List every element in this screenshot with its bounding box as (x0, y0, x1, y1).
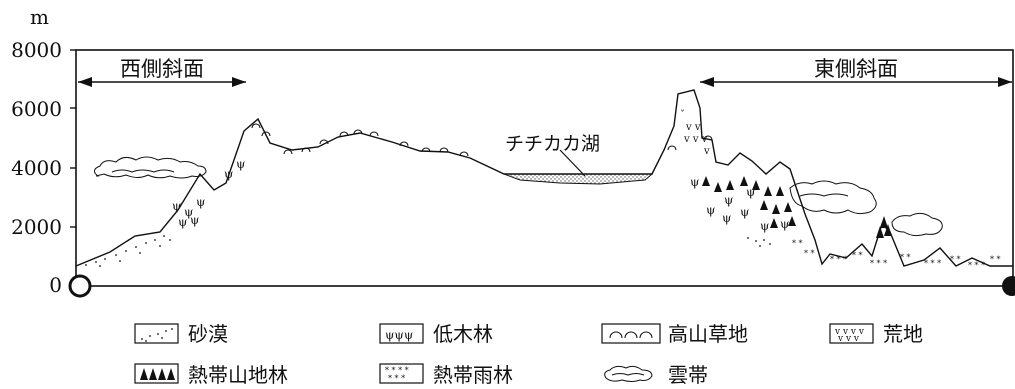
svg-text:* *: * * (950, 255, 961, 264)
svg-text:ψ: ψ (690, 175, 699, 189)
lake-titicaca-shape (503, 173, 654, 185)
y-tick-label-0: 0 (49, 273, 62, 297)
legend-label-wasteland: 荒地 (883, 322, 923, 346)
svg-text:* *: * * (900, 253, 911, 262)
legend-vee-glyphs-bottom: v v v (837, 334, 860, 344)
rain-forest-marks: * ** ** * * * ** * ** * * * ** ** * * * … (792, 239, 1001, 270)
svg-text:ψ: ψ (178, 215, 187, 229)
svg-text:* *: * * (852, 251, 863, 260)
svg-text:ψ: ψ (196, 195, 205, 209)
svg-text:v: v (703, 146, 710, 157)
svg-text:ψ: ψ (236, 157, 245, 171)
legend-label-shrub: 低木林 (433, 322, 493, 346)
legend-swatch-wasteland (829, 323, 874, 344)
grassland-arcs (251, 123, 713, 157)
svg-text:ψ: ψ (224, 167, 233, 181)
svg-text:v v v: v v v (683, 134, 708, 145)
montane-forest-triangles (702, 176, 892, 238)
legend-swatch-grassland (601, 323, 661, 344)
legend-star-glyphs-top: * * * * (385, 366, 409, 375)
lake-leader-line (559, 149, 586, 177)
cloud-band-west (94, 156, 207, 179)
svg-text:* * *: * * * (830, 255, 847, 264)
y-tick-label-2000: 2000 (11, 215, 62, 239)
east-slope-label: 東側斜面 (814, 57, 898, 81)
svg-text:ψ: ψ (746, 185, 755, 199)
lake-titicaca-label: チチカカ湖 (505, 133, 600, 155)
west-slope-label: 西側斜面 (120, 57, 204, 81)
legend-label-cloud: 雲帯 (668, 363, 708, 387)
legend-swatch-shrub (379, 323, 424, 344)
east-slope-arrow (700, 77, 1012, 87)
west-end-marker (68, 274, 92, 298)
svg-text:* *: * * (990, 255, 1001, 264)
wasteland-marks: ˇv vv v v v (680, 110, 710, 157)
legend-item-grassland: 高山草地 (601, 322, 748, 346)
svg-text:* *: * * (804, 249, 815, 258)
svg-text:ψ: ψ (780, 217, 789, 231)
y-tick-marks (70, 49, 76, 228)
svg-text:ψ: ψ (724, 193, 733, 207)
y-tick-label-6000: 6000 (11, 97, 62, 121)
legend-star-glyphs-bottom: * * * (388, 374, 405, 383)
desert-dots (85, 235, 771, 267)
legend-swatch-cloud (604, 365, 653, 382)
legend-item-wasteland: v v v v v v v 荒地 (829, 322, 923, 346)
legend-psi-glyphs: ψψψ (385, 328, 413, 342)
legend-label-rain-forest: 熱帯雨林 (433, 363, 513, 387)
svg-text:ψ: ψ (722, 211, 731, 225)
legend-item-montane-forest: 熱帯山地林 (134, 363, 288, 387)
svg-text:ψ: ψ (172, 199, 181, 213)
svg-text:ψ: ψ (184, 205, 193, 219)
legend: 砂漠 ψψψ 低木林 高山草地 v v v v v v v 荒地 熱帯山地林 (134, 322, 923, 387)
plot-frame (75, 49, 1014, 287)
svg-text:ψ: ψ (190, 213, 199, 227)
east-end-marker (1002, 276, 1015, 296)
legend-item-cloud: 雲帯 (604, 363, 708, 387)
legend-item-rain-forest: * * * * * * * 熱帯雨林 (379, 363, 513, 387)
legend-item-desert: 砂漠 (134, 322, 228, 346)
y-tick-label-8000: 8000 (11, 38, 62, 62)
legend-item-shrub: ψψψ 低木林 (379, 322, 493, 346)
y-tick-label-4000: 4000 (11, 156, 62, 180)
svg-text:ψ: ψ (760, 219, 769, 233)
legend-label-desert: 砂漠 (188, 322, 228, 346)
west-slope-arrow (78, 77, 246, 87)
legend-label-montane-forest: 熱帯山地林 (188, 363, 288, 387)
svg-text:ψ: ψ (740, 205, 749, 219)
legend-vee-glyphs-top: v v v v (834, 327, 865, 337)
y-axis-unit-label: m (30, 5, 49, 29)
svg-text:* * *: * * * (870, 259, 887, 268)
svg-text:* *: * * (792, 239, 803, 248)
legend-swatch-rain-forest (379, 363, 424, 384)
svg-text:* * *: * * * (968, 261, 985, 270)
legend-swatch-desert (134, 323, 179, 344)
cloud-band-east (789, 180, 943, 237)
svg-text:ˇ: ˇ (680, 110, 685, 121)
svg-text:v v: v v (685, 122, 701, 133)
svg-text:* * *: * * * (924, 259, 941, 268)
svg-text:ψ: ψ (706, 203, 715, 217)
legend-label-grassland: 高山草地 (668, 322, 748, 346)
